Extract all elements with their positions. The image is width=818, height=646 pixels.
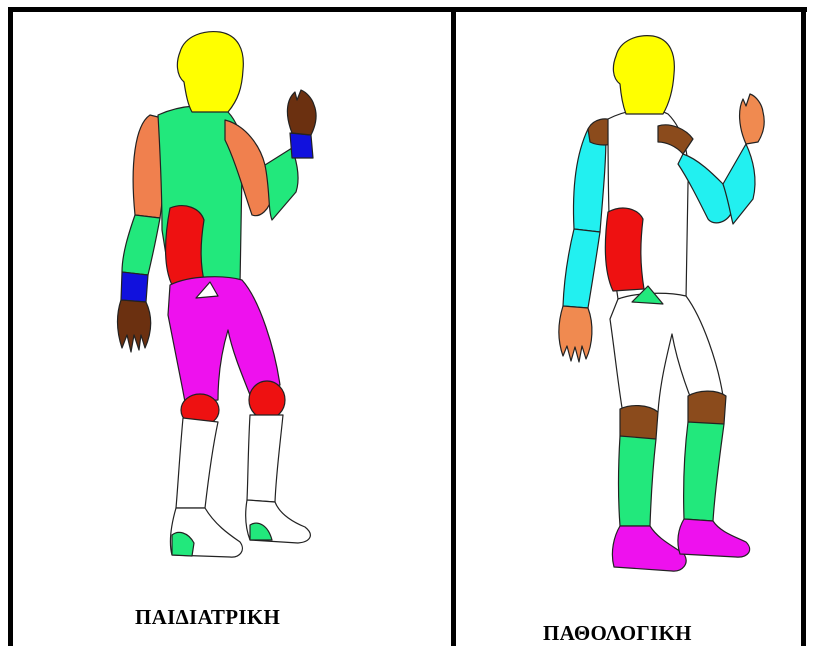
right-hand [740,94,765,144]
right-shin [247,415,283,502]
body-figure-pediatrics [100,30,340,580]
flank [605,208,644,291]
table-right-border [801,7,806,646]
caption-internal-medicine: ΠΑΘΟΛΟΓΙΚΗ [543,621,692,646]
flank [166,206,205,285]
left-shin [176,418,218,508]
right-shin [684,422,724,521]
body-figure-internal-medicine [548,34,788,584]
right-shoe [678,519,750,557]
right-knee [249,381,285,419]
left-shin [619,436,657,526]
left-wrist [121,272,148,302]
left-forearm [563,229,600,308]
head [613,36,674,114]
table-left-border [8,7,13,646]
right-forearm [265,148,298,220]
caption-pediatrics: ΠΑΙΔΙΑΤΡΙΚΗ [135,605,280,630]
left-shoe [612,526,686,571]
left-hand [559,306,592,362]
left-hand [117,300,150,352]
right-wrist [290,133,313,158]
right-hand [287,90,316,135]
head [177,32,243,112]
left-forearm [122,215,160,275]
table-middle-border [451,7,456,646]
table-top-border [8,7,807,12]
